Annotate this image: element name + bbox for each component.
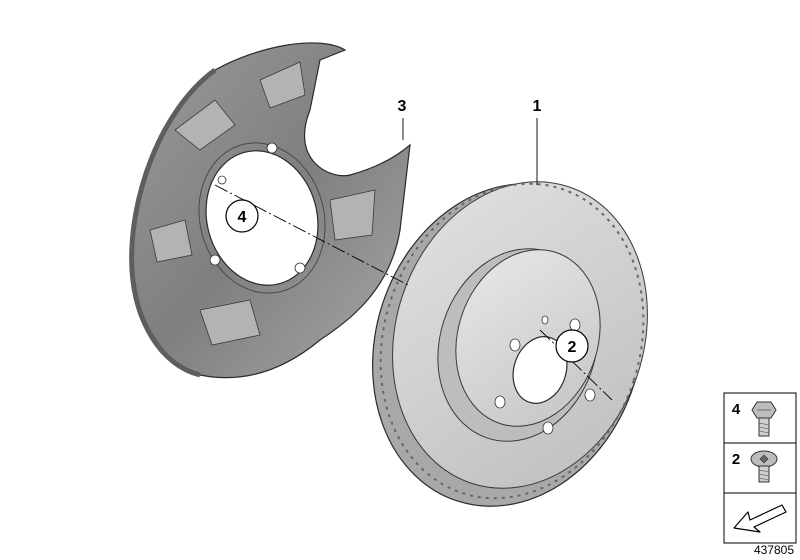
parts-legend: 4 2 — [723, 392, 797, 544]
dust-shield-rib — [329, 189, 376, 241]
dust-shield-hole — [217, 175, 227, 185]
dust-shield-opening — [205, 150, 319, 286]
brake-disc-bolt-hole — [494, 395, 506, 409]
arrow-icon — [733, 504, 787, 533]
legend-item-bottom-label: 2 — [732, 451, 740, 468]
brake-disc-bolt-hole — [541, 315, 549, 325]
brake-disc-bolt-hole — [584, 388, 596, 402]
callout-3-label: 3 — [398, 98, 407, 115]
dust-shield-rib — [259, 61, 306, 109]
brake-disc-bolt-hole — [509, 338, 521, 352]
callout-4-label: 4 — [238, 209, 247, 226]
diagram-number: 437805 — [754, 543, 794, 557]
axis-line — [214, 184, 409, 286]
brake-disc-bolt-hole — [542, 421, 554, 435]
brake-disc — [372, 181, 648, 507]
callout-4: 4 — [225, 199, 259, 233]
dust-shield — [129, 42, 411, 379]
dust-shield-hole — [209, 254, 221, 266]
dust-shield-rib — [174, 99, 236, 151]
dust-shield-hole — [266, 142, 278, 154]
callout-2: 2 — [555, 329, 589, 363]
callout-1-label: 1 — [533, 98, 542, 115]
callout-2-circle — [555, 329, 589, 363]
callout-1: 1 — [533, 98, 542, 115]
dust-shield-hole — [294, 262, 306, 274]
callout-3: 3 — [398, 98, 407, 115]
axis-line — [539, 329, 613, 401]
dust-shield-rib — [149, 219, 193, 263]
brake-disc-bolt-hole — [569, 318, 581, 332]
hex-bolt-icon — [751, 401, 777, 437]
brake-disc-hub — [455, 249, 601, 427]
brake-disc-vents — [379, 182, 645, 500]
dust-shield-rim — [129, 67, 217, 378]
torx-screw-icon — [750, 450, 778, 483]
dust-shield-rib — [199, 299, 261, 346]
legend-item-top-label: 4 — [732, 401, 741, 418]
callout-4-circle — [225, 199, 259, 233]
callout-2-label: 2 — [568, 339, 577, 356]
dust-shield-opening-lip — [198, 142, 326, 294]
leader-lines — [214, 118, 613, 401]
brake-disc-center-bore — [512, 336, 568, 404]
